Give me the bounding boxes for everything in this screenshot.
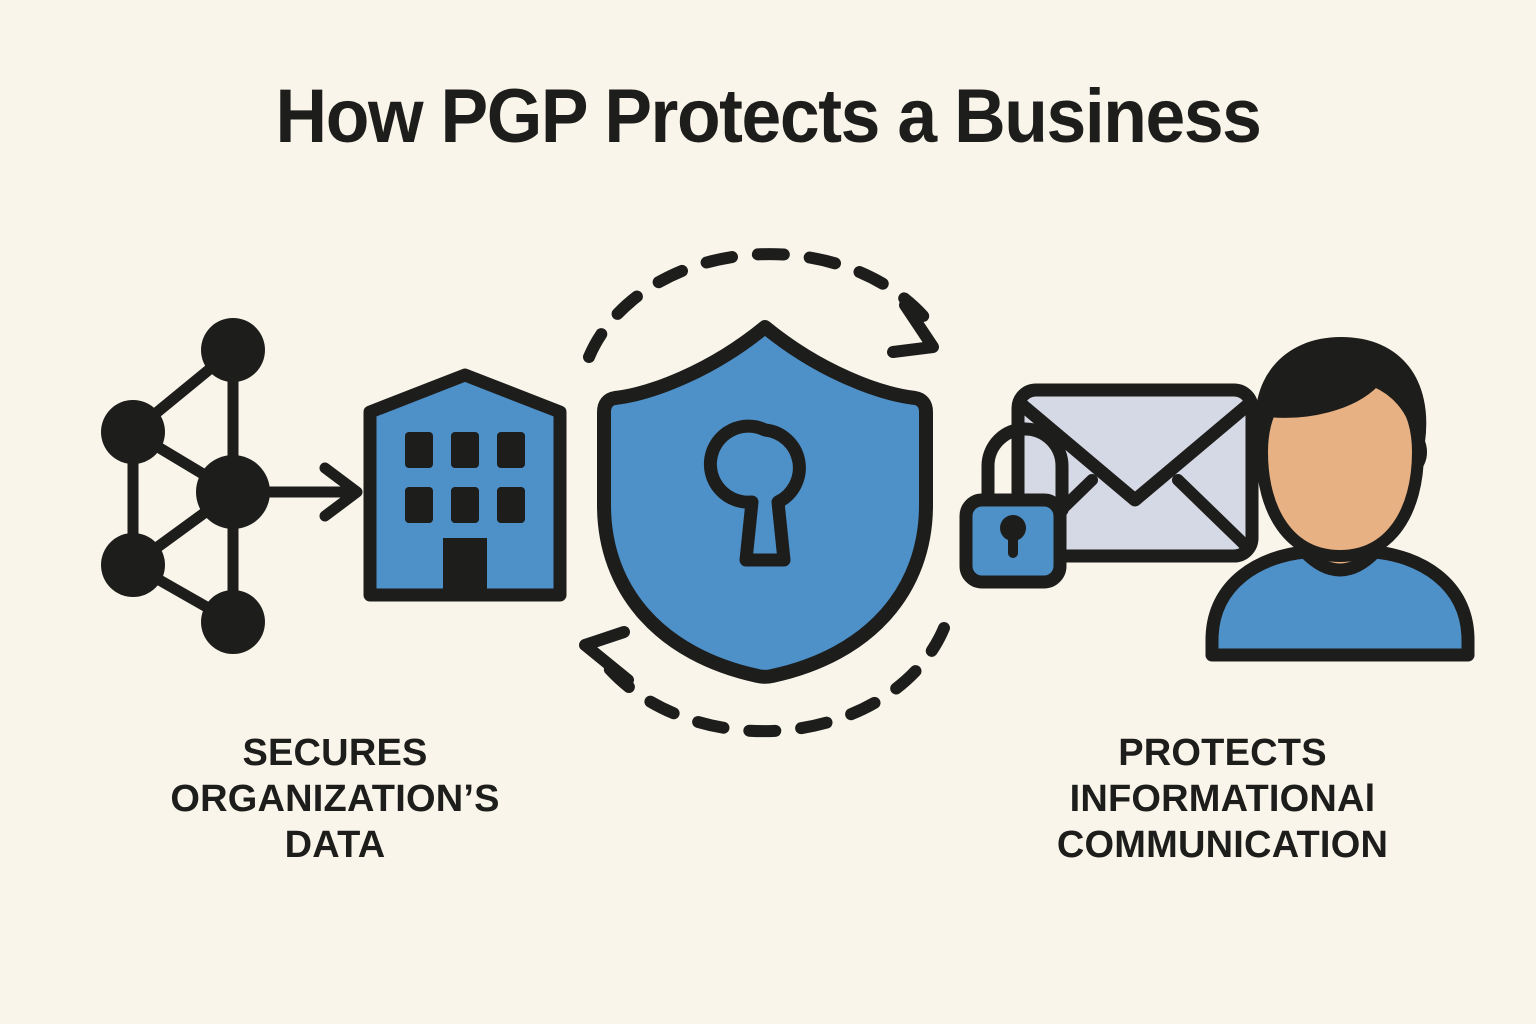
shield-keyhole-icon <box>597 320 933 684</box>
network-node <box>201 590 265 654</box>
building-window <box>451 432 479 468</box>
network-nodes-icon <box>101 318 270 654</box>
arrow-right-icon <box>252 462 363 522</box>
network-node <box>196 455 270 529</box>
caption-right-line-3: COMMUNICATION <box>1056 824 1389 866</box>
building-window <box>405 432 433 468</box>
network-node <box>201 318 265 382</box>
page-title: How PGP Protects a Business <box>275 74 1262 159</box>
person-avatar-icon <box>1205 337 1475 662</box>
building-window <box>451 487 479 523</box>
caption-left-line-1: SECURES <box>242 732 428 774</box>
keyhole-shape <box>703 419 806 567</box>
padlock-icon <box>959 422 1069 589</box>
person-shirt <box>1205 545 1475 662</box>
caption-right-line-2: INFORMATIONAl <box>1069 778 1376 820</box>
building-window <box>497 487 525 523</box>
person-hair <box>1255 337 1427 447</box>
caption-right: PROTECTS INFORMATIONAl COMMUNICATION <box>940 730 1505 868</box>
building-window <box>497 432 525 468</box>
building-window <box>405 487 433 523</box>
caption-left-line-2: ORGANIZATION’S <box>170 778 500 820</box>
dashed-arc-clockwise-icon <box>583 248 939 363</box>
envelope-body <box>1011 383 1259 563</box>
envelope-fold-right <box>1172 474 1254 554</box>
caption-right-line-1: PROTECTS <box>1118 732 1327 774</box>
caption-left-line-3: DATA <box>284 824 386 866</box>
network-node-group <box>101 318 270 654</box>
building-door <box>443 538 487 595</box>
envelope-flap <box>1014 397 1256 507</box>
network-node <box>101 533 165 597</box>
padlock-keyhole-circle <box>1000 515 1026 541</box>
padlock-keyhole-stem <box>1008 534 1018 558</box>
building-windows <box>405 432 525 523</box>
dashed-arc-counterclockwise-icon <box>579 622 950 738</box>
office-building-icon <box>363 368 567 602</box>
padlock-shackle <box>981 422 1069 517</box>
network-node <box>101 400 165 464</box>
caption-left: SECURES ORGANIZATION’S DATA <box>55 730 615 868</box>
